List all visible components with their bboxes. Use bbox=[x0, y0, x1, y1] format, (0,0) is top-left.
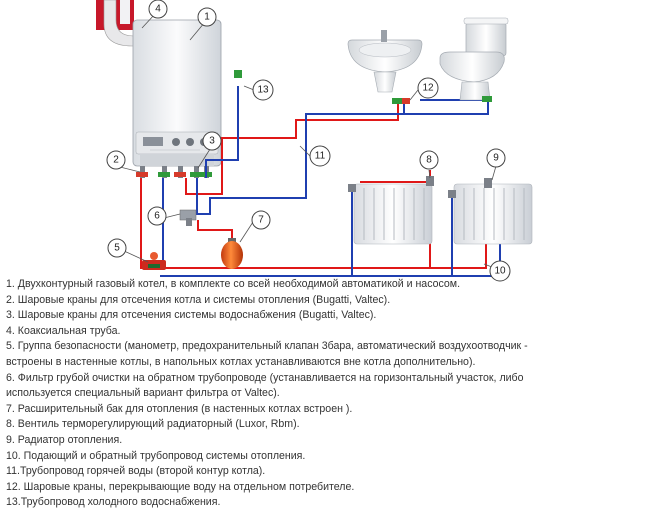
legend-item: 3. Шаровые краны для отсечения системы в… bbox=[6, 309, 377, 322]
legend-item: 10. Подающий и обратный трубопровод сист… bbox=[6, 449, 306, 462]
callout-6: 6 bbox=[147, 206, 167, 226]
legend-item: 9. Радиатор отопления. bbox=[6, 433, 123, 446]
svg-text:2: 2 bbox=[113, 155, 119, 166]
heating-schematic: 1 4 2 3 5 6 7 8 9 10 11 12 13 bbox=[96, 0, 533, 282]
svg-text:7: 7 bbox=[258, 215, 264, 226]
expansion-tank bbox=[221, 238, 243, 269]
legend-item: встроены в настенные котлы, в напольных … bbox=[6, 355, 476, 368]
safety-group bbox=[142, 252, 166, 270]
svg-text:4: 4 bbox=[155, 4, 161, 15]
coaxial-flue bbox=[96, 0, 183, 47]
toilet bbox=[439, 17, 509, 101]
wash-basin bbox=[347, 30, 423, 93]
callout-9: 9 bbox=[486, 148, 506, 168]
callout-1: 1 bbox=[197, 7, 217, 27]
legend-item: используется специальный вариант фильтра… bbox=[6, 387, 280, 400]
callout-11: 11 bbox=[309, 145, 331, 167]
legend-item: 12. Шаровые краны, перекрывающие воду на… bbox=[6, 480, 355, 493]
svg-text:6: 6 bbox=[154, 211, 160, 222]
radiator-valves bbox=[348, 176, 492, 198]
legend-item: 5. Группа безопасности (манометр, предох… bbox=[6, 340, 528, 353]
radiator-left bbox=[353, 183, 433, 245]
callout-7: 7 bbox=[251, 210, 271, 230]
gas-boiler bbox=[132, 19, 222, 167]
svg-text:11: 11 bbox=[315, 151, 326, 162]
coarse-filter bbox=[179, 209, 197, 226]
callout-5: 5 bbox=[107, 238, 127, 258]
callout-12: 12 bbox=[417, 77, 439, 99]
consumer-valves bbox=[234, 70, 492, 104]
component-legend: 1. Двухконтурный газовый котел, в компле… bbox=[6, 277, 666, 511]
legend-item: 2. Шаровые краны для отсечения котла и с… bbox=[6, 293, 391, 306]
svg-text:5: 5 bbox=[114, 243, 120, 254]
svg-text:1: 1 bbox=[204, 12, 210, 23]
svg-text:13: 13 bbox=[257, 85, 269, 96]
legend-item: 11.Трубопровод горячей воды (второй конт… bbox=[6, 465, 266, 478]
svg-text:9: 9 bbox=[493, 153, 499, 164]
boiler-valves bbox=[136, 166, 212, 178]
legend-item: 8. Вентиль терморегулирующий радиаторный… bbox=[6, 418, 300, 431]
callout-4: 4 bbox=[148, 0, 168, 19]
svg-text:12: 12 bbox=[422, 83, 434, 94]
svg-text:3: 3 bbox=[209, 136, 215, 147]
legend-item: 13.Трубопровод холодного водоснабжения. bbox=[6, 496, 221, 509]
legend-item: 4. Коаксиальная труба. bbox=[6, 324, 121, 337]
callout-8: 8 bbox=[419, 150, 439, 170]
callout-2: 2 bbox=[106, 150, 126, 170]
svg-text:10: 10 bbox=[494, 266, 506, 277]
callout-10: 10 bbox=[489, 260, 511, 282]
svg-text:8: 8 bbox=[426, 155, 432, 166]
legend-item: 6. Фильтр грубой очистки на обратном тру… bbox=[6, 371, 524, 384]
callout-3: 3 bbox=[202, 131, 222, 151]
radiator-right bbox=[453, 183, 533, 245]
legend-item: 7. Расширительный бак для отопления (в н… bbox=[6, 402, 353, 415]
legend-item: 1. Двухконтурный газовый котел, в компле… bbox=[6, 278, 461, 290]
callout-13: 13 bbox=[252, 79, 274, 101]
